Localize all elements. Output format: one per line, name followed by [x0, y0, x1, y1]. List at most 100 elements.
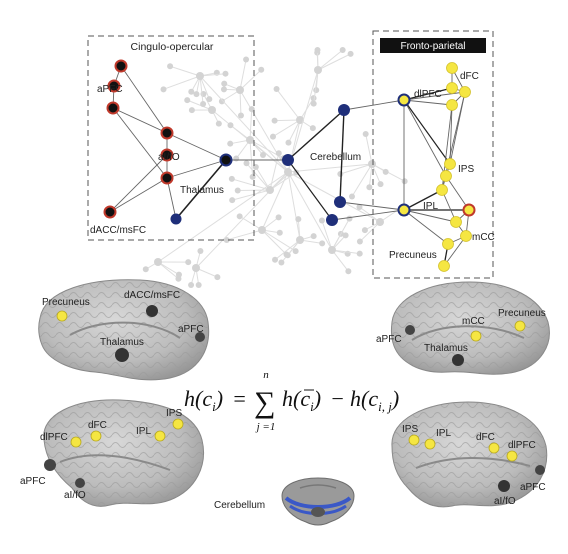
- net-label-ipl: IPL: [423, 201, 438, 212]
- background-node: [220, 86, 227, 93]
- eq-term1-sub: i: [310, 399, 314, 414]
- background-node: [236, 213, 243, 220]
- background-node: [310, 100, 317, 107]
- node-ai-fo-3: [160, 171, 174, 185]
- background-node: [309, 125, 316, 132]
- node-ipl-upper: [436, 184, 448, 196]
- background-edge: [317, 53, 351, 71]
- background-edge: [239, 69, 262, 91]
- lateral-right-label-apfc: aPFC: [520, 482, 546, 493]
- background-edge: [230, 124, 251, 141]
- eq-sigma: ∑: [254, 386, 275, 419]
- cerebellum-label: Cerebellum: [214, 500, 265, 511]
- background-edge: [157, 261, 180, 276]
- medial-right-label-apfc: aPFC: [376, 334, 402, 345]
- background-node: [314, 66, 322, 74]
- node-cerebellum-low: [326, 214, 338, 226]
- background-node: [195, 282, 202, 288]
- background-node: [346, 215, 353, 222]
- background-edge: [331, 249, 360, 255]
- medial-left-label-thalamus: Thalamus: [100, 337, 144, 348]
- node-thalamus-lower: [170, 213, 182, 225]
- background-edge: [199, 75, 210, 100]
- node-ai-fo-1: [160, 126, 174, 140]
- eq-lhs-sub: i: [212, 399, 216, 414]
- lateral-left-label-dlpfc: dlPFC: [40, 432, 68, 443]
- background-edge: [272, 119, 301, 138]
- node-dfc: [446, 82, 458, 94]
- fronto-parietal-box: [372, 30, 494, 279]
- medial-right-thalamus-dot: [452, 354, 464, 366]
- node-mcc: [460, 230, 472, 242]
- node-cerebellum-mid: [334, 196, 346, 208]
- medial-right-mcc-dot: [470, 330, 482, 342]
- background-node: [233, 155, 240, 162]
- background-node: [377, 181, 384, 188]
- background-node: [269, 133, 276, 140]
- background-node: [292, 248, 299, 255]
- background-node: [278, 259, 285, 266]
- background-edge: [331, 249, 349, 272]
- background-node: [345, 268, 352, 275]
- background-edge: [187, 99, 213, 111]
- medial-left-precuneus-dot: [56, 310, 68, 322]
- lateral-left-label-apfc: aPFC: [20, 476, 46, 487]
- background-edge: [199, 73, 226, 77]
- lateral-right-ipl-dot: [424, 438, 436, 450]
- node-ipl: [397, 203, 411, 217]
- medial-right-label-precuneus: Precuneus: [498, 308, 546, 319]
- background-node: [215, 120, 222, 127]
- background-edge: [287, 171, 301, 241]
- brain-medial-right: [390, 281, 550, 375]
- background-node: [243, 56, 250, 63]
- background-node: [200, 101, 207, 108]
- background-node: [208, 106, 216, 114]
- background-node: [313, 87, 320, 94]
- background-node: [295, 216, 302, 223]
- background-edge: [269, 173, 290, 191]
- background-node: [272, 256, 279, 263]
- background-node: [227, 122, 234, 129]
- background-node: [337, 170, 344, 177]
- fronto-parietal-title-bg: [380, 38, 486, 53]
- background-node: [246, 136, 254, 144]
- lateral-right-ips-dot: [408, 434, 420, 446]
- background-node: [356, 250, 363, 257]
- node-apfc-top: [114, 59, 128, 73]
- background-node: [197, 248, 204, 255]
- net-label-dacc: dACC/msFC: [90, 225, 146, 236]
- background-edge: [261, 171, 289, 231]
- background-node: [310, 95, 317, 102]
- node-ipl-red: [462, 203, 476, 217]
- eq-minus: −: [330, 386, 345, 411]
- node-dacc: [103, 205, 117, 219]
- background-node: [296, 116, 304, 124]
- background-node: [206, 96, 213, 103]
- background-edge: [351, 163, 373, 197]
- eq-sum-top: n: [263, 369, 269, 381]
- background-node: [258, 66, 265, 73]
- background-edge: [269, 172, 297, 191]
- background-node: [258, 226, 266, 234]
- background-edge: [276, 88, 301, 121]
- node-ai-fo-2: [160, 148, 174, 162]
- background-node: [319, 240, 326, 247]
- background-node: [361, 227, 368, 234]
- node-dfc-top: [446, 62, 458, 74]
- background-node: [260, 151, 267, 158]
- lateral-left-apfc-dot: [44, 459, 56, 471]
- background-edge: [239, 89, 242, 116]
- background-edge: [249, 139, 289, 173]
- node-precuneus: [438, 260, 450, 272]
- net-label-mcc: mCC: [472, 232, 495, 243]
- background-node: [234, 187, 241, 194]
- background-edge: [169, 65, 201, 77]
- background-edge: [313, 69, 319, 104]
- eq-equals: =: [232, 386, 247, 411]
- background-node: [368, 160, 376, 168]
- node-ipl-right: [450, 216, 462, 228]
- background-edge: [269, 153, 280, 191]
- net-label-ai-fo: aI/fO: [158, 152, 180, 163]
- background-node: [283, 251, 290, 258]
